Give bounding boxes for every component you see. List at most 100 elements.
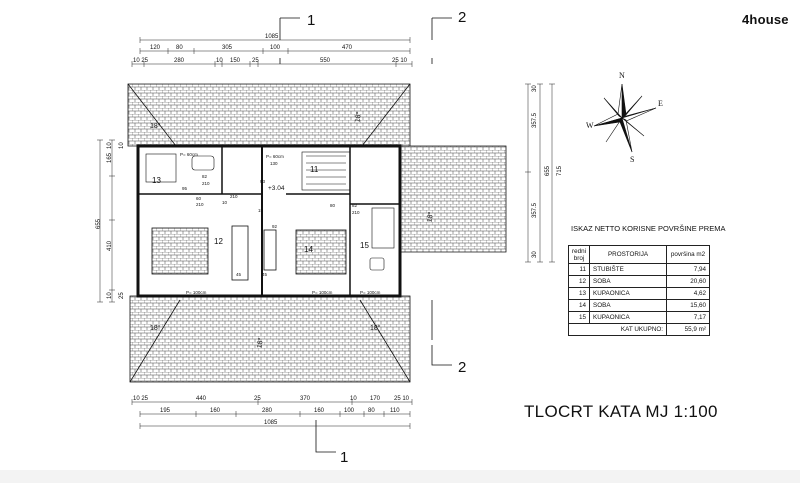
window-label: P= 100cm (312, 290, 333, 295)
col-area-header: površina m2 (666, 245, 711, 264)
compass-n-label: N (619, 71, 625, 80)
compass-w-label: W (586, 121, 594, 130)
cell-room: SOBA (589, 299, 668, 312)
dim-label: 470 (342, 45, 353, 51)
cell-area: 7,94 (666, 263, 711, 276)
table-total-row: KAT UKUPNO: 55,9 m² (567, 323, 711, 336)
window-label: P= 60cm (266, 154, 284, 159)
brand-logo[interactable]: 4house (742, 12, 789, 27)
slope-label: 18° (150, 122, 161, 130)
dim-label: 10 25 (133, 58, 149, 64)
cell-num: 15 (567, 311, 591, 324)
dim-label: 305 (222, 45, 233, 51)
cell-area: 20,60 (666, 275, 711, 288)
cell-room: STUBIŠTE (589, 263, 668, 276)
dim-label: 165 (107, 152, 113, 163)
dim-label: 10 (107, 142, 113, 149)
interior-dimension-labels: 82 210 60 210 95 210 10 80 82 210 92 45 … (182, 161, 360, 277)
section-1-bottom-label: 1 (340, 449, 348, 466)
dim-label: 410 (107, 240, 113, 251)
cell-num: 12 (567, 275, 591, 288)
dim-label: 100 (344, 408, 355, 414)
room-label-13: 13 (152, 176, 161, 185)
dim-label: 25 (252, 58, 259, 64)
dim-label: 370 (300, 396, 311, 402)
dim-label: 80 (330, 203, 336, 208)
dim-label: 95 (182, 186, 188, 191)
dim-label: 150 (230, 58, 241, 64)
cell-area: 15,60 (666, 299, 711, 312)
compass-star-icon (593, 83, 657, 153)
dim-label: 25 10 (392, 58, 408, 64)
window-label: P= 60cm (180, 152, 198, 157)
dim-label: 30 (532, 85, 538, 92)
table-row: 15 KUPAONICA 7,17 (567, 311, 711, 324)
table-row: 14 SOBA 15,60 (567, 299, 711, 312)
col-room-header: PROSTORIJA (589, 245, 668, 264)
col-num-header: redni broj (567, 245, 591, 264)
dim-label: 25 (254, 396, 261, 402)
dim-label: 45 (236, 272, 242, 277)
right-dimension-labels: 357.5 357.5 30 30 655 715 (532, 85, 563, 258)
dim-label: 357.5 (532, 112, 538, 128)
dim-label: 655 (96, 218, 102, 229)
room-label-15: 15 (360, 241, 369, 250)
dim-label: 160 (314, 408, 325, 414)
area-table-header-row: redni broj PROSTORIJA površina m2 (567, 245, 711, 264)
table-row: 11 STUBIŠTE 7,94 (567, 263, 711, 276)
compass-s-label: S (630, 155, 634, 164)
vertical-dimension-lines (97, 83, 555, 303)
dim-label: 10 25 (133, 396, 149, 402)
dim-label: 357.5 (532, 202, 538, 218)
room-label-11: 11 (310, 165, 319, 174)
dim-label: 280 (174, 58, 185, 64)
dim-bottom-row1: 10 25 440 25 370 10 170 25 10 (133, 396, 410, 402)
dim-label: 100 (270, 45, 281, 51)
dim-label: 10 (216, 58, 223, 64)
dim-label: 210 (352, 210, 360, 215)
cell-room: KUPAONICA (589, 311, 668, 324)
dim-label: 160 (210, 408, 221, 414)
dim-bottom-row2: 195 160 280 160 100 80 110 (160, 408, 400, 414)
dim-label: 60 (196, 196, 202, 201)
section-2-top-label: 2 (458, 9, 466, 26)
dim-label: 30 (532, 251, 538, 258)
cell-room: KUPAONICA (589, 287, 668, 300)
dim-label: 80 (176, 45, 183, 51)
dim-label: 280 (262, 408, 273, 414)
dim-label: 82 (352, 203, 358, 208)
slope-label: 18° (370, 324, 381, 332)
total-label: KAT UKUPNO: (567, 323, 668, 336)
table-row: 13 KUPAONICA 4,62 (567, 287, 711, 300)
slope-label: 18° (255, 337, 265, 349)
cell-num: 11 (567, 263, 591, 276)
dim-label: 210 (196, 202, 204, 207)
dim-label: 440 (196, 396, 207, 402)
room-label-12: 12 (214, 237, 223, 246)
dim-label: 210 (230, 194, 238, 199)
dim-top-row1: 120 80 305 100 470 (150, 45, 353, 51)
table-row: 12 SOBA 20,60 (567, 275, 711, 288)
dim-label: 93 (260, 179, 266, 184)
area-table-heading: ISKAZ NETTO KORISNE POVRŠINE PREMA (571, 224, 726, 233)
area-table: redni broj PROSTORIJA površina m2 11 STU… (567, 245, 711, 336)
room-label-14: 14 (304, 245, 313, 254)
window-label: P= 100cm (186, 290, 207, 295)
section-marks (279, 17, 452, 453)
slope-label: 18° (425, 211, 435, 223)
dim-label: 92 (272, 224, 278, 229)
section-2-bottom-label: 2 (458, 359, 466, 376)
dim-label: 10 (350, 396, 357, 402)
dim-label: 110 (390, 408, 400, 414)
cell-area: 7,17 (666, 311, 711, 324)
dim-label: 25 10 (394, 396, 410, 402)
dim-label: 210 (202, 181, 210, 186)
bottom-dimension-lines (131, 399, 413, 429)
top-dimension-lines (131, 37, 413, 67)
dim-label: 45 (262, 272, 268, 277)
roof-slope-labels: 18° 18° 18° 18° 18° 18° (150, 111, 435, 349)
total-value: 55,9 m² (666, 323, 711, 336)
footer-bar (0, 470, 800, 483)
dim-label: 15 (258, 208, 264, 213)
dim-label: 195 (160, 408, 171, 414)
